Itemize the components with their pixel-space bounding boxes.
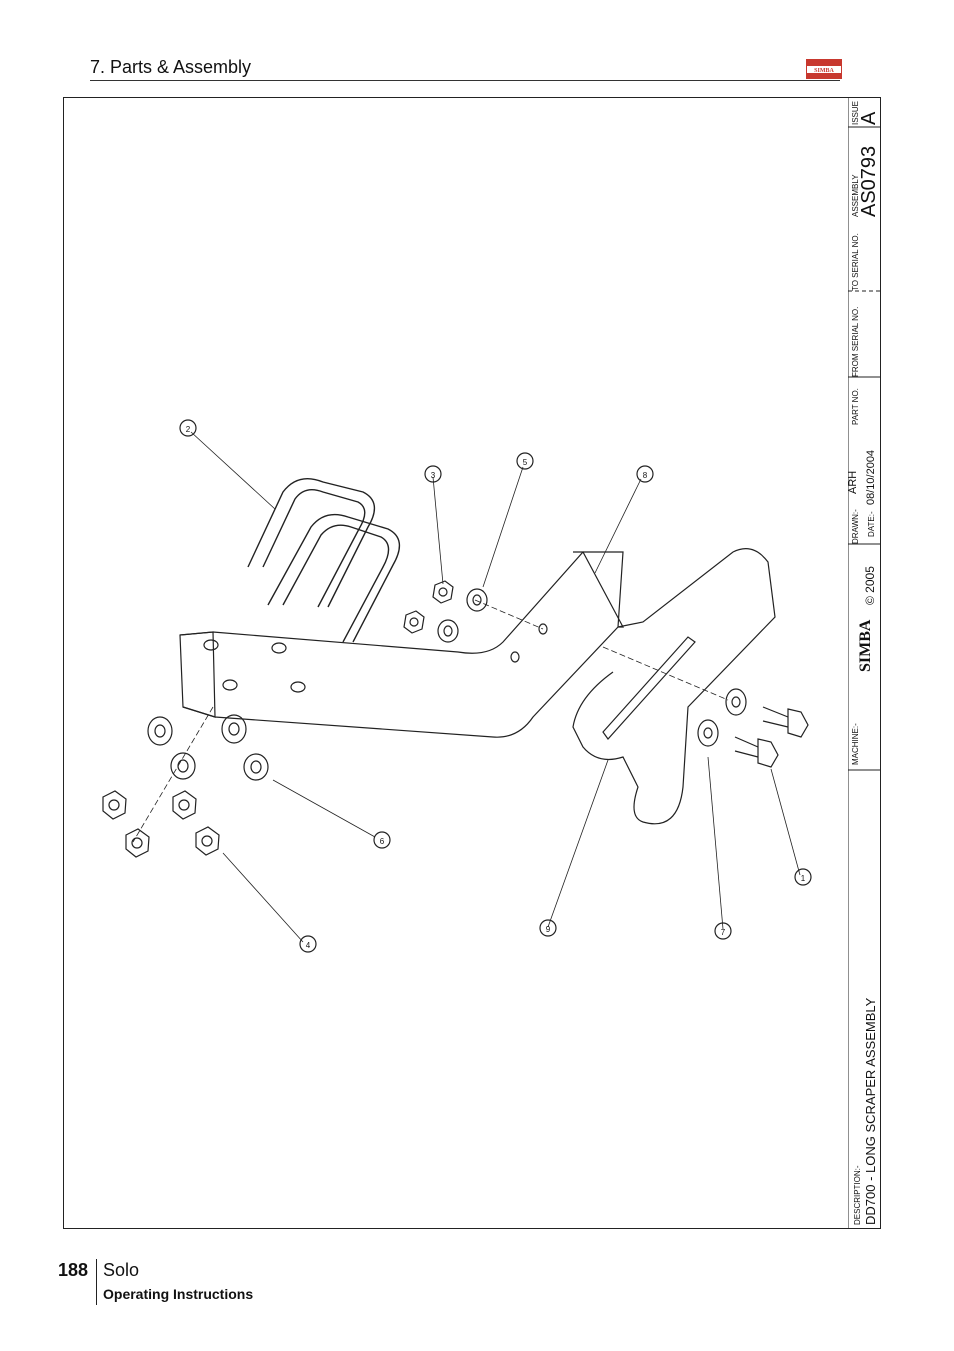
assembly-value: AS0793 — [858, 146, 880, 217]
title-block: ISSUE A ASSEMBLY AS0793 TO SERIAL NO. FR… — [848, 97, 881, 1229]
from-serial-label: FROM SERIAL NO. — [851, 307, 860, 377]
page-number: 188 — [58, 1260, 89, 1280]
balloon-1: 1 — [794, 868, 812, 886]
balloon-4: 4 — [299, 935, 317, 953]
svg-text:8: 8 — [643, 471, 648, 480]
drawn-label: DRAWN:- — [851, 509, 860, 544]
issue-label: ISSUE — [851, 101, 860, 125]
svg-text:1: 1 — [801, 874, 806, 883]
logo-text: SIMBA — [814, 68, 834, 74]
drawing-frame — [63, 97, 881, 1229]
svg-text:6: 6 — [380, 837, 385, 846]
svg-text:5: 5 — [523, 458, 528, 467]
bolts — [697, 688, 809, 768]
simba-logo: SIMBA — [806, 59, 842, 79]
u-bolts — [247, 478, 401, 643]
balloon-5: 5 — [516, 452, 534, 470]
copyright: © 2005 — [863, 566, 877, 605]
balloon-9: 9 — [539, 919, 557, 937]
section-title: 7. Parts & Assembly — [90, 57, 252, 77]
balloon-3: 3 — [424, 465, 442, 483]
machine-label: MACHINE:- — [851, 723, 860, 765]
description-label: DESCRIPTION:- — [853, 1165, 862, 1225]
assembly-label: ASSEMBLY — [851, 174, 860, 217]
header-rule — [90, 80, 840, 81]
balloon-2: 2 — [179, 419, 197, 437]
product-name: Solo — [103, 1260, 140, 1280]
balloon-6: 6 — [373, 831, 391, 849]
svg-text:2: 2 — [186, 425, 191, 434]
scraper-blade — [572, 548, 776, 825]
footer-rule — [96, 1259, 97, 1305]
svg-text:3: 3 — [431, 471, 436, 480]
balloon-8: 8 — [636, 465, 654, 483]
upper-fasteners — [403, 580, 488, 643]
date-value: 08/10/2004 — [865, 450, 877, 505]
svg-text:4: 4 — [306, 941, 311, 950]
description-value: DD700 - LONG SCRAPER ASSEMBLY — [863, 997, 878, 1225]
issue-value: A — [858, 111, 880, 125]
date-label: DATE:- — [867, 511, 876, 537]
center-lines — [132, 599, 729, 843]
drawn-value: ARH — [848, 471, 859, 494]
to-serial-label: TO SERIAL NO. — [851, 233, 860, 291]
exploded-view-drawing: 1 2 3 4 5 6 7 8 9 — [102, 419, 812, 953]
lower-fasteners — [102, 714, 269, 858]
leader-lines — [190, 431, 801, 943]
balloon-7: 7 — [714, 922, 732, 940]
svg-text:9: 9 — [546, 925, 551, 934]
title-block-logo: SIMBA — [857, 619, 874, 672]
scraper-bracket — [179, 551, 624, 738]
document-type: Operating Instructions — [103, 1286, 254, 1302]
svg-text:7: 7 — [721, 928, 726, 937]
part-no-label: PART NO. — [851, 388, 860, 425]
